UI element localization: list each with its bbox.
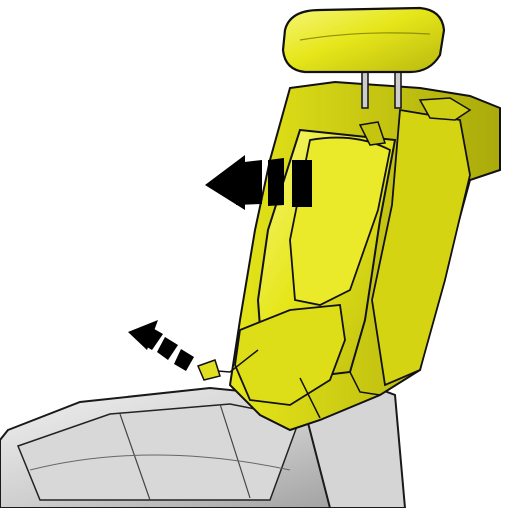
lower-release-arrow-icon: [128, 320, 194, 371]
upper-fold-arrow-icon: [205, 155, 312, 210]
headrest: [283, 8, 444, 72]
backrest: [198, 82, 500, 430]
